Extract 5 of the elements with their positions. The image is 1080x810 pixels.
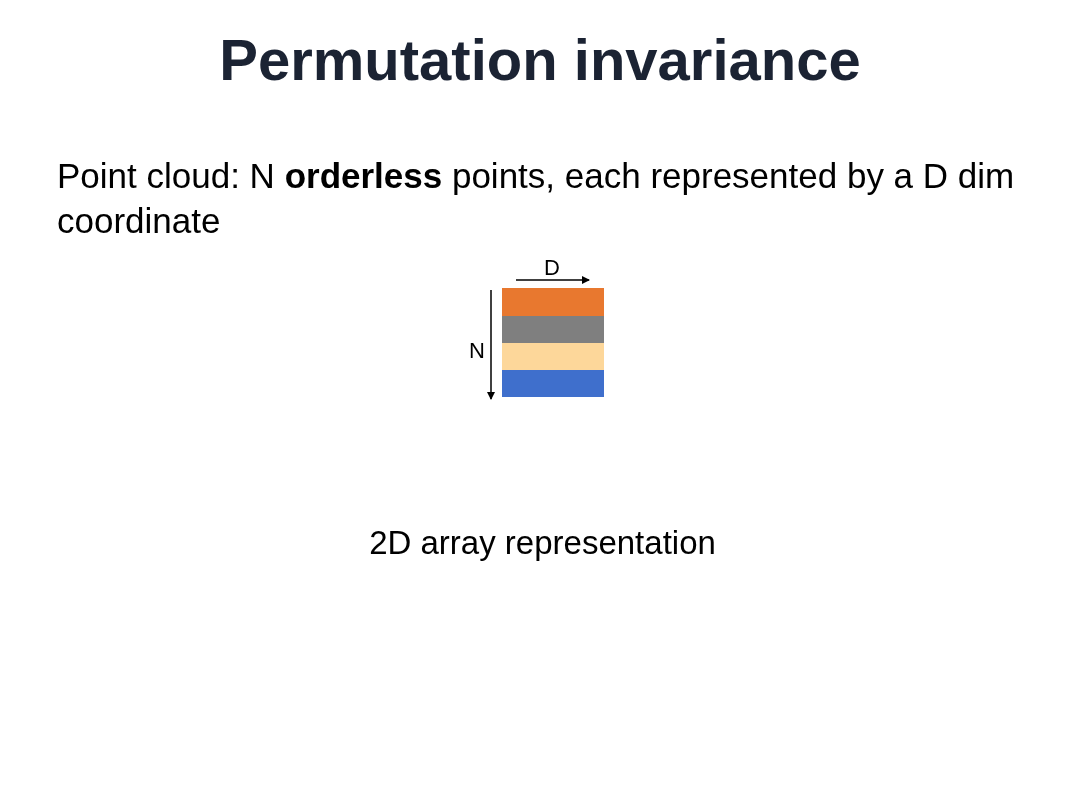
- dimension-label: N: [469, 338, 485, 364]
- description-text: Point cloud: N orderless points, each represented by a D dim coordinate: [57, 155, 1016, 242]
- dimension-label: D: [544, 255, 560, 281]
- caption-text: 2D array representation: [368, 524, 717, 562]
- slide-title: Permutation invariance: [218, 26, 862, 93]
